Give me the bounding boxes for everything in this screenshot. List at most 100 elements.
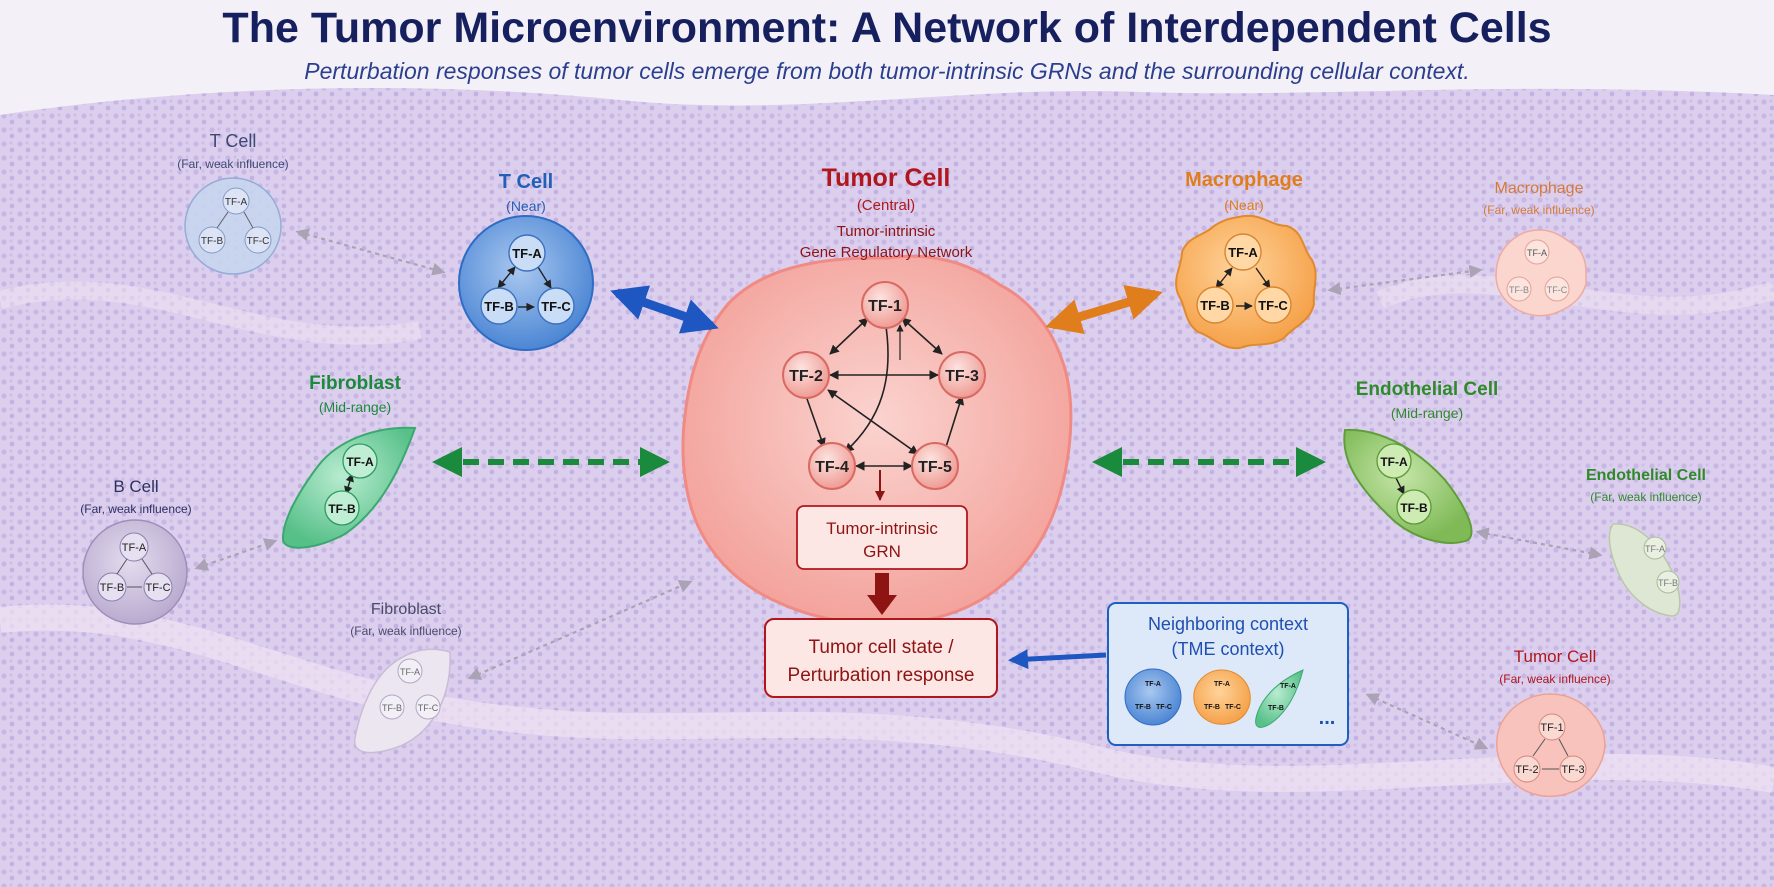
near-fibroblast-dist: (Mid-range) (319, 399, 391, 415)
near-t-tfb: TF-B (484, 299, 514, 314)
far-macro-title: Macrophage (1495, 180, 1584, 197)
far-b-cell-title: B Cell (113, 477, 158, 496)
far-t-tfc: TF-C (247, 236, 270, 247)
near-fib-tfa: TF-A (346, 455, 374, 469)
near-t-tfa: TF-A (512, 246, 542, 261)
near-macrophage-dist: (Near) (1224, 197, 1264, 213)
far-t-cell-title: T Cell (210, 131, 257, 151)
far-tumor-dist: (Far, weak influence) (1499, 672, 1610, 686)
state-box-line1: Tumor cell state / (808, 637, 954, 658)
t-cell-tumor-arrow (610, 285, 719, 334)
far-macro-tfa: TF-A (1527, 248, 1547, 258)
grn-to-state-arrow (867, 573, 897, 615)
far-macrophage-arrow (1327, 264, 1483, 296)
far-endothelial: Endothelial Cell (Far, weak influence) T… (1586, 467, 1706, 617)
page-subtitle: Perturbation responses of tumor cells em… (304, 58, 1470, 84)
ctx-m-tfa: TF-A (1214, 681, 1230, 688)
near-macro-tfc: TF-C (1258, 298, 1288, 313)
ctx-t-tfc: TF-C (1156, 704, 1172, 711)
near-fibroblast: Fibroblast (Mid-range) TF-A TF-B (281, 373, 417, 549)
far-b-tfa: TF-A (122, 542, 147, 554)
far-fib-tfa: TF-A (400, 667, 420, 677)
near-endo-dist: (Mid-range) (1391, 405, 1463, 421)
tumor-intrinsic-grn-box: Tumor-intrinsic GRN (796, 505, 968, 570)
context-to-state-arrow (1008, 649, 1107, 670)
far-macrophage: Macrophage (Far, weak influence) TF-A TF… (1483, 180, 1595, 317)
tumor-grn-node-tf4: TF-4 (808, 442, 856, 490)
tumor-grn-node-tf3: TF-3 (938, 351, 986, 399)
near-macro-tfa: TF-A (1228, 245, 1258, 260)
ctx-m-tfb: TF-B (1204, 704, 1220, 711)
far-b-cell-arrow (194, 538, 278, 571)
near-fibroblast-title: Fibroblast (309, 373, 402, 394)
tumor-grn-node-tf1: TF-1 (861, 281, 909, 329)
tumor-cell-title: Tumor Cell (822, 164, 951, 192)
far-tumor-arrow (1365, 693, 1489, 750)
near-t-cell-dist: (Near) (506, 198, 546, 214)
far-endo-title: Endothelial Cell (1586, 467, 1706, 484)
ctx-f-tfa: TF-A (1280, 683, 1296, 690)
far-t-tfa: TF-A (225, 197, 248, 208)
near-endo-tfb: TF-B (1400, 501, 1428, 515)
far-macro-tfc: TF-C (1547, 285, 1568, 295)
far-fib-dist: (Far, weak influence) (350, 624, 461, 638)
far-t-cell: T Cell (Far, weak influence) TF-A TF-B T… (177, 131, 289, 275)
ctx-f-tfb: TF-B (1268, 705, 1284, 712)
near-t-tfc: TF-C (541, 299, 571, 314)
far-fib-tfb: TF-B (382, 703, 402, 713)
near-endothelial: Endothelial Cell (Mid-range) TF-A TF-B (1343, 379, 1499, 544)
neighboring-context-box: Neighboring context (TME context) TF-A T… (1107, 602, 1349, 746)
context-mini-macrophage: TF-A TF-B TF-C (1193, 669, 1251, 725)
far-tumor-title: Tumor Cell (1514, 647, 1597, 666)
far-fibroblast-arrow (467, 580, 693, 680)
near-t-cell: T Cell (Near) TF-A TF-B TF-C (458, 171, 594, 351)
far-endo-dist: (Far, weak influence) (1590, 490, 1701, 504)
tumor-grn-node-tf5-label: TF-5 (918, 459, 952, 476)
tumor-cell-role: (Central) (857, 197, 915, 214)
tumor-grn-node-tf1-label: TF-1 (868, 298, 902, 315)
tumor-grn-node-tf2-label: TF-2 (789, 368, 823, 385)
near-macrophage-title: Macrophage (1185, 169, 1303, 191)
context-line2: (TME context) (1171, 639, 1284, 659)
ctx-t-tfa: TF-A (1145, 681, 1161, 688)
tumor-grn-label-2: Gene Regulatory Network (800, 244, 973, 261)
grn-box-line2: GRN (863, 542, 901, 561)
near-macrophage: Macrophage (Near) TF-A TF-B TF-C (1175, 169, 1317, 350)
context-mini-t-cell: TF-A TF-B TF-C (1124, 668, 1182, 726)
context-ellipsis: ... (1319, 707, 1336, 729)
far-t-cell-dist: (Far, weak influence) (177, 157, 288, 171)
near-endo-tfa: TF-A (1380, 455, 1408, 469)
far-b-cell-dist: (Far, weak influence) (80, 502, 191, 516)
far-fib-tfc: TF-C (418, 703, 439, 713)
far-tumor-tf1: TF-1 (1540, 722, 1563, 734)
far-fibroblast: Fibroblast (Far, weak influence) TF-A TF… (350, 601, 462, 754)
far-tumor-tf3: TF-3 (1561, 764, 1584, 776)
far-b-tfb: TF-B (100, 582, 124, 594)
tumor-state-box: Tumor cell state / Perturbation response (764, 618, 998, 698)
far-t-tfb: TF-B (201, 236, 224, 247)
far-endo-tfa: TF-A (1645, 544, 1665, 554)
page-title: The Tumor Microenvironment: A Network of… (222, 4, 1552, 52)
ctx-t-tfb: TF-B (1135, 704, 1151, 711)
far-fib-title: Fibroblast (371, 601, 442, 618)
tumor-grn-label-1: Tumor-intrinsic (837, 223, 936, 240)
tumor-cell-central: Tumor Cell (Central) Tumor-intrinsic Gen… (681, 164, 1073, 698)
tumor-grn-edges (805, 317, 964, 471)
context-mini-fibroblast: TF-A TF-B (1255, 669, 1304, 728)
far-b-cell: B Cell (Far, weak influence) TF-A TF-B T… (80, 477, 192, 625)
far-tumor-cell: Tumor Cell (Far, weak influence) TF-1 TF… (1495, 647, 1611, 798)
tumor-grn-node-tf5: TF-5 (911, 442, 959, 490)
near-t-cell-title: T Cell (499, 171, 553, 193)
far-b-tfc: TF-C (145, 582, 170, 594)
far-endo-tfb: TF-B (1658, 578, 1678, 588)
macrophage-tumor-arrow (1045, 284, 1163, 335)
far-macro-dist: (Far, weak influence) (1483, 203, 1594, 217)
ctx-m-tfc: TF-C (1225, 704, 1241, 711)
far-tumor-tf2: TF-2 (1515, 764, 1538, 776)
tumor-grn-node-tf2: TF-2 (782, 351, 830, 399)
near-endo-title: Endothelial Cell (1356, 379, 1499, 400)
far-macro-tfb: TF-B (1509, 285, 1529, 295)
near-macro-tfb: TF-B (1200, 298, 1230, 313)
